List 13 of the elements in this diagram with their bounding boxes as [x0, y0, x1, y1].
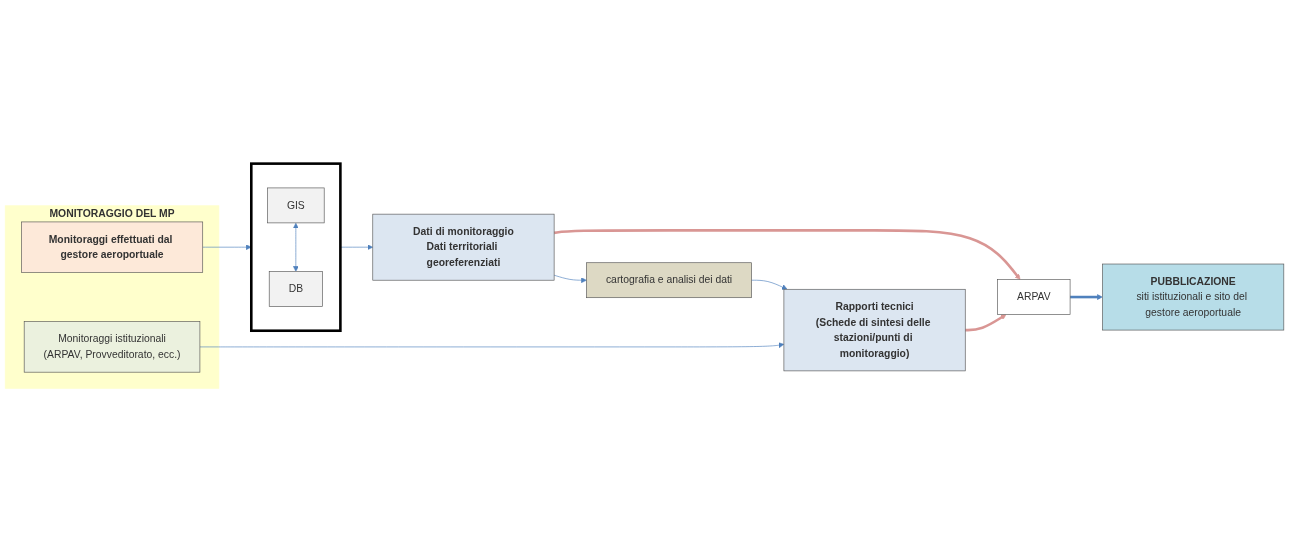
node-box: cartografia e analisi dei dati	[586, 262, 752, 299]
node-box: Dati di monitoraggio Dati territoriali georeferenziati	[372, 213, 555, 281]
arrow	[553, 229, 1021, 280]
node-box: GIS	[267, 187, 325, 224]
node-box: Monitoraggi effettuati dal gestore aeroportuale	[21, 221, 204, 273]
arrow	[965, 314, 1007, 332]
node-box: PUBBLICAZIONE siti istituzionali e sito del gestore aeroportuale	[1102, 263, 1285, 331]
cluster	[250, 162, 342, 333]
node-box: DB	[268, 271, 323, 307]
node-box: ARPAV	[997, 279, 1071, 315]
arrow	[1070, 294, 1103, 300]
node-box: Monitoraggi istituzionali (ARPAV, Provveditorato, ecc.)	[23, 321, 201, 373]
node-box: Rapporti tecnici (Schede di sintesi delle stazioni/punti di monitoraggio)	[783, 288, 966, 372]
